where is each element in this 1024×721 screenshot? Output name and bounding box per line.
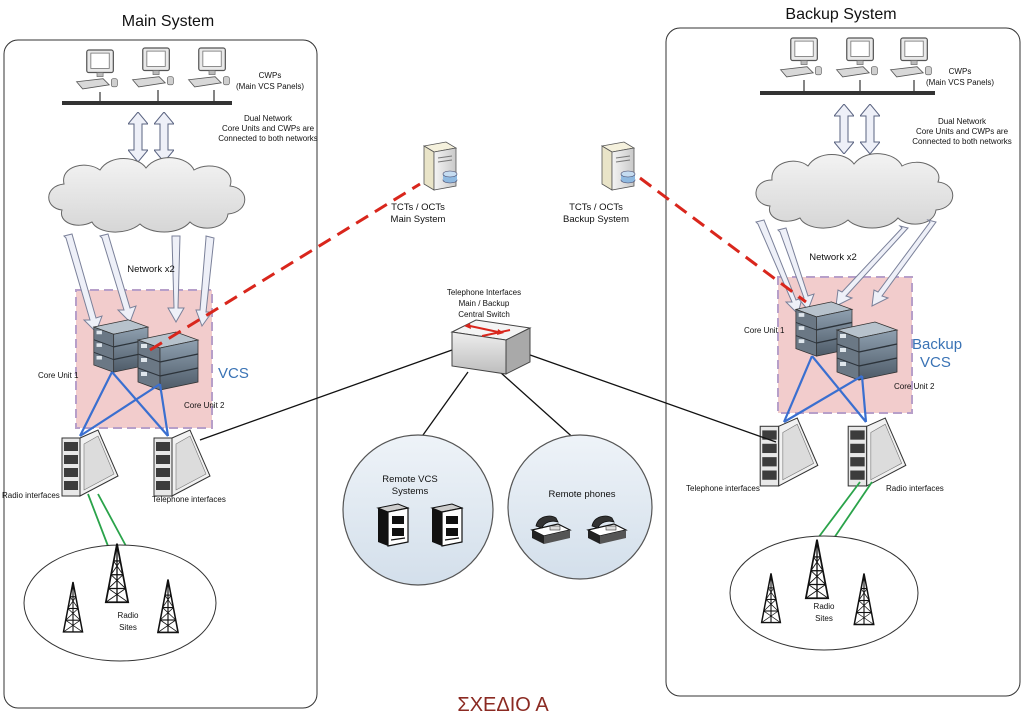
cwps-label: CWPs	[949, 67, 972, 76]
radio-sites-label: Radio	[118, 611, 139, 620]
core-unit-2-label: Core Unit 2	[894, 382, 935, 391]
cwps-sublabel: (Main VCS Panels)	[926, 78, 994, 87]
radio-sites-ellipse	[729, 535, 919, 651]
backup-system-title: Backup System	[785, 6, 896, 23]
dual-network-label: Dual Network	[938, 117, 987, 126]
remote-phones-label: Remote phones	[548, 489, 615, 500]
radio-links	[87, 493, 127, 547]
core-interface-links	[79, 371, 170, 437]
dual-network-desc: Connected to both networks	[912, 137, 1012, 146]
radio-links	[817, 481, 873, 539]
remote-vcs-server-icon	[431, 503, 463, 547]
dual-network-desc: Core Units and CWPs are	[916, 127, 1009, 136]
backup-vcs-label: Backup	[912, 336, 962, 353]
switch-label: Telephone Interfaces	[447, 288, 521, 297]
radio-sites-label: Radio	[814, 602, 835, 611]
switch-label: Central Switch	[458, 310, 510, 319]
main-system-panel: Main System CWPs (Main VCS Panels) Dual …	[2, 13, 318, 709]
radio-interfaces-label: Radio interfaces	[2, 491, 60, 500]
dual-network-label: Dual Network	[244, 114, 293, 123]
remote-vcs-server-icon	[377, 503, 409, 547]
network-links	[755, 219, 937, 315]
center-section: TCTs / OCTs Main System TCTs / OCTs Back…	[149, 141, 807, 716]
switch-links	[199, 349, 777, 443]
network-label: Network x2	[127, 264, 175, 275]
backup-system-panel: Backup System CWPs (Main VCS Panels) Dua…	[665, 6, 1021, 697]
core-interface-links	[782, 355, 868, 423]
core-unit-1-label: Core Unit 1	[744, 326, 785, 335]
network-label: Network x2	[809, 252, 857, 263]
tct-main-dashed-link	[149, 182, 421, 352]
telephone-interfaces-label: Telephone interfaces	[686, 484, 760, 493]
tct-backup-server-icon	[601, 141, 636, 191]
cwps-sublabel: (Main VCS Panels)	[236, 82, 304, 91]
remote-phones-circle	[507, 434, 653, 580]
tct-backup-label: TCTs / OCTs	[569, 202, 623, 213]
radio-sites-label: Sites	[815, 614, 833, 623]
dual-network-desc: Connected to both networks	[218, 134, 318, 143]
core-unit-2-rack-icon	[836, 321, 898, 381]
tct-backup-sublabel: Backup System	[563, 214, 629, 225]
network-cloud	[48, 157, 246, 233]
radio-sites-label: Sites	[119, 623, 137, 632]
tct-main-label: TCTs / OCTs	[391, 202, 445, 213]
vcs-label: VCS	[218, 365, 249, 382]
remote-vcs-label: Systems	[392, 486, 429, 497]
telephone-interfaces-label: Telephone interfaces	[152, 495, 226, 504]
remote-vcs-label: Remote VCS	[382, 474, 437, 485]
radio-interfaces-label: Radio interfaces	[886, 484, 944, 493]
dual-network-desc: Core Units and CWPs are	[222, 124, 315, 133]
backup-vcs-label: VCS	[920, 354, 951, 371]
cwps-label: CWPs	[259, 71, 282, 80]
network-cloud	[755, 153, 954, 229]
main-system-title: Main System	[122, 13, 214, 30]
tct-main-server-icon	[423, 141, 458, 191]
tct-main-sublabel: Main System	[391, 214, 446, 225]
tct-backup-dashed-link	[639, 176, 807, 304]
core-unit-2-label: Core Unit 2	[184, 401, 225, 410]
remote-vcs-circle	[342, 434, 494, 586]
diagram-footer-title: ΣΧΕΔΙΟ Α	[457, 694, 549, 716]
switch-label: Main / Backup	[459, 299, 510, 308]
core-unit-2-rack-icon	[137, 331, 199, 391]
core-unit-1-label: Core Unit 1	[38, 371, 79, 380]
central-switch-icon	[450, 319, 532, 375]
